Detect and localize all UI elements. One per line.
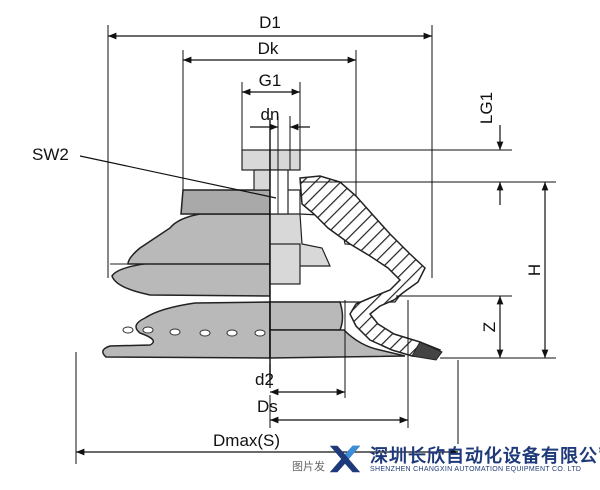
dimension-lines <box>75 25 556 464</box>
suction-cup-exterior-half <box>102 149 271 359</box>
source-label: 图片发 <box>292 460 325 473</box>
label-dmax: Dmax(S) <box>213 431 280 450</box>
label-d2: d2 <box>255 370 274 389</box>
label-ds: Ds <box>257 397 278 416</box>
company-name-en: SHENZHEN CHANGXIN AUTOMATION EQUIPMENT C… <box>370 466 582 473</box>
label-dn: dn <box>261 105 280 124</box>
label-d1: D1 <box>259 13 281 32</box>
label-lg1: LG1 <box>477 92 496 124</box>
label-dk: Dk <box>258 39 279 58</box>
label-h: H <box>525 264 544 276</box>
label-z: Z <box>480 322 499 332</box>
company-watermark: 图片发 深圳长欣自动化设备有限公司 SHENZHEN CHANGXIN AUTO… <box>292 438 600 482</box>
label-g1: G1 <box>259 71 282 90</box>
dimension-labels: D1 Dk G1 dn LG1 SW2 H Z d2 Ds Dmax(S) <box>32 13 544 450</box>
label-sw2: SW2 <box>32 145 69 164</box>
company-name-cn: 深圳长欣自动化设备有限公司 <box>370 446 600 467</box>
company-logo-icon <box>329 445 361 473</box>
